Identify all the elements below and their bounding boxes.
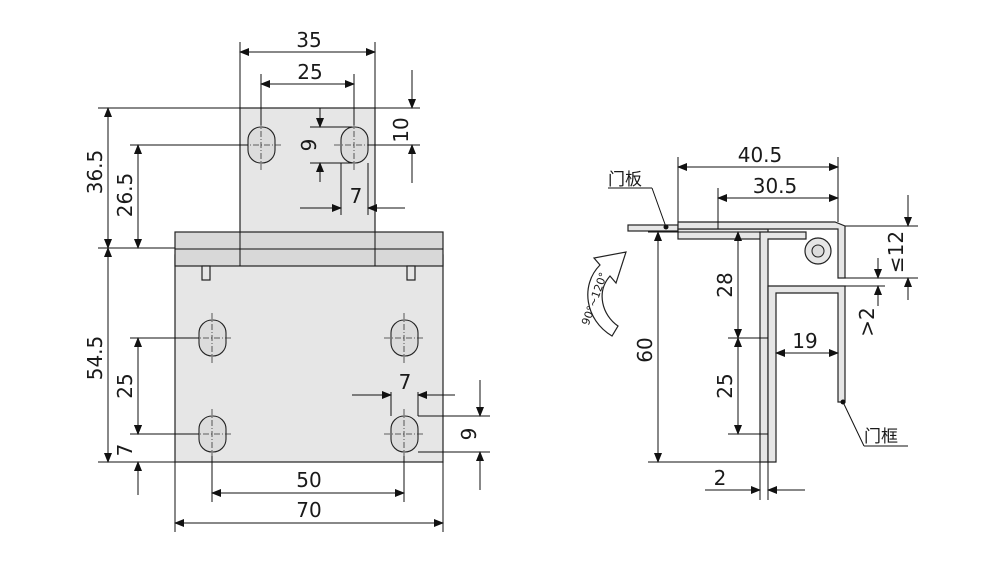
dim-9-top: 9 (297, 139, 321, 152)
dim-7-bottom: 7 (399, 370, 412, 394)
upper-leaf-bar (677, 228, 769, 240)
dim-7-top: 7 (350, 184, 363, 208)
dim-54-5: 54.5 (83, 336, 107, 381)
knuckle-pin (811, 244, 825, 258)
dim-7-left: 7 (113, 444, 137, 457)
dim-26-5: 26.5 (113, 173, 137, 218)
door-panel-plate (627, 224, 679, 232)
dim-36-5: 36.5 (83, 150, 107, 195)
front-view: 35 25 10 9 7 36.5 26.5 (83, 28, 490, 532)
pin-left (201, 265, 211, 281)
dim-19: 19 (792, 329, 817, 353)
door-panel-label: 门板 (608, 170, 642, 190)
pin-right (406, 265, 416, 281)
door-frame-leader-dot (840, 399, 846, 405)
side-view: 40.5 30.5 60 28 25 19 2 ≤12 (579, 143, 918, 500)
door-panel-leader-dot (663, 224, 669, 230)
hole-lower-left-bottom (192, 409, 232, 459)
dim-10: 10 (389, 117, 413, 142)
dim-60: 60 (633, 337, 657, 362)
upper-bracket (677, 221, 846, 279)
hole-lower-right-bottom (384, 409, 424, 459)
dim-40-5: 40.5 (738, 143, 783, 167)
dim-28: 28 (713, 272, 737, 297)
dim-25-left: 25 (113, 373, 137, 398)
dim-35: 35 (296, 28, 321, 52)
hole-upper-left (242, 120, 282, 170)
dim-2: 2 (714, 466, 727, 490)
frame-leaf (767, 285, 846, 463)
rotation-arrow: 90°~120° (579, 251, 627, 337)
door-frame-label: 门框 (864, 427, 898, 447)
dim-50: 50 (296, 468, 321, 492)
dim-le12: ≤12 (884, 231, 908, 273)
hole-lower-right-top (384, 313, 424, 363)
dim-25-side: 25 (713, 373, 737, 398)
dim-gt2: >2 (855, 307, 879, 336)
dim-9-bottom: 9 (457, 428, 481, 441)
dim-70: 70 (296, 498, 321, 522)
dim-25-top: 25 (297, 60, 322, 84)
dim-30-5: 30.5 (753, 174, 798, 198)
